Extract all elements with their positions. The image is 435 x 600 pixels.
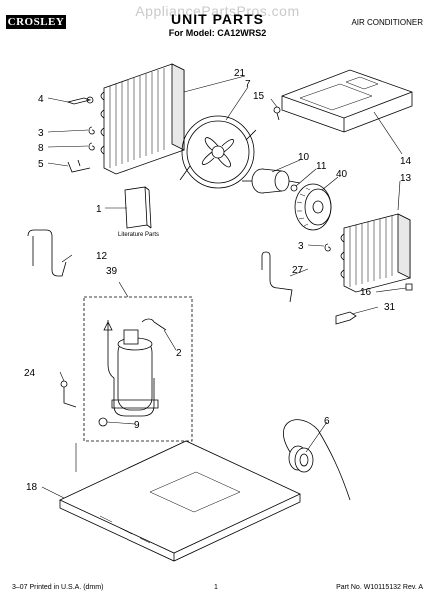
callout-3-right: 3 xyxy=(298,241,304,252)
callout-11: 11 xyxy=(316,161,327,172)
callout-10: 10 xyxy=(298,152,310,163)
callout-27: 27 xyxy=(292,265,304,276)
bracket-4 xyxy=(66,96,94,105)
brand-logo: CROSLEY xyxy=(6,15,66,29)
callout-7: 7 xyxy=(245,79,251,90)
callout-14: 14 xyxy=(400,156,412,167)
callout-9: 9 xyxy=(134,420,140,431)
callout-31: 31 xyxy=(384,302,396,313)
callout-3: 3 xyxy=(38,128,44,139)
top-cover xyxy=(281,69,413,133)
condenser-coil xyxy=(100,63,185,175)
literature-parts xyxy=(124,186,152,229)
capacitor xyxy=(283,419,351,501)
watermark: AppliancePartsPros.com xyxy=(135,3,300,19)
clip-3 xyxy=(88,126,95,135)
fan-shroud xyxy=(179,115,257,189)
fitting-31 xyxy=(335,311,357,325)
callout-5: 5 xyxy=(38,159,44,170)
callout-39: 39 xyxy=(106,266,118,277)
screw xyxy=(273,106,281,121)
footer-page: 1 xyxy=(214,584,218,591)
blower-wheel xyxy=(294,183,332,231)
clip-8 xyxy=(88,142,95,151)
category-label: AIR CONDITIONER xyxy=(351,18,423,27)
callout-16: 16 xyxy=(360,287,372,298)
callout-2: 2 xyxy=(176,348,182,359)
callout-12: 12 xyxy=(96,251,108,262)
leader-lines xyxy=(41,75,407,499)
callout-4: 4 xyxy=(38,94,44,105)
grommet-24 xyxy=(60,380,77,408)
callout-8: 8 xyxy=(38,143,44,154)
callout-6: 6 xyxy=(324,416,330,427)
tube-5 xyxy=(67,159,91,173)
literature-label: Literature Parts xyxy=(118,232,159,238)
page-title: UNIT PARTS xyxy=(171,11,264,27)
callout-40: 40 xyxy=(336,169,348,180)
base-pan xyxy=(59,440,301,562)
drain-part-16 xyxy=(405,283,413,291)
callout-13: 13 xyxy=(400,173,412,184)
model-label: For Model: CA12WRS2 xyxy=(168,28,267,38)
footer-part-number: Part No. W10115132 Rev. A xyxy=(336,584,423,591)
footer-printed: 3–07 Printed in U.S.A. (dmm) xyxy=(12,584,104,591)
compressor-assembly xyxy=(83,296,193,442)
fan-motor xyxy=(242,168,301,194)
callout-21: 21 xyxy=(234,68,246,79)
callout-18: 18 xyxy=(26,482,38,493)
callout-15: 15 xyxy=(253,91,265,102)
tube-12 xyxy=(27,229,67,277)
tube-27 xyxy=(261,251,293,303)
clip-3-right xyxy=(324,243,331,252)
callout-24: 24 xyxy=(24,368,36,379)
evaporator-coil xyxy=(340,213,411,293)
callout-1: 1 xyxy=(96,204,102,215)
